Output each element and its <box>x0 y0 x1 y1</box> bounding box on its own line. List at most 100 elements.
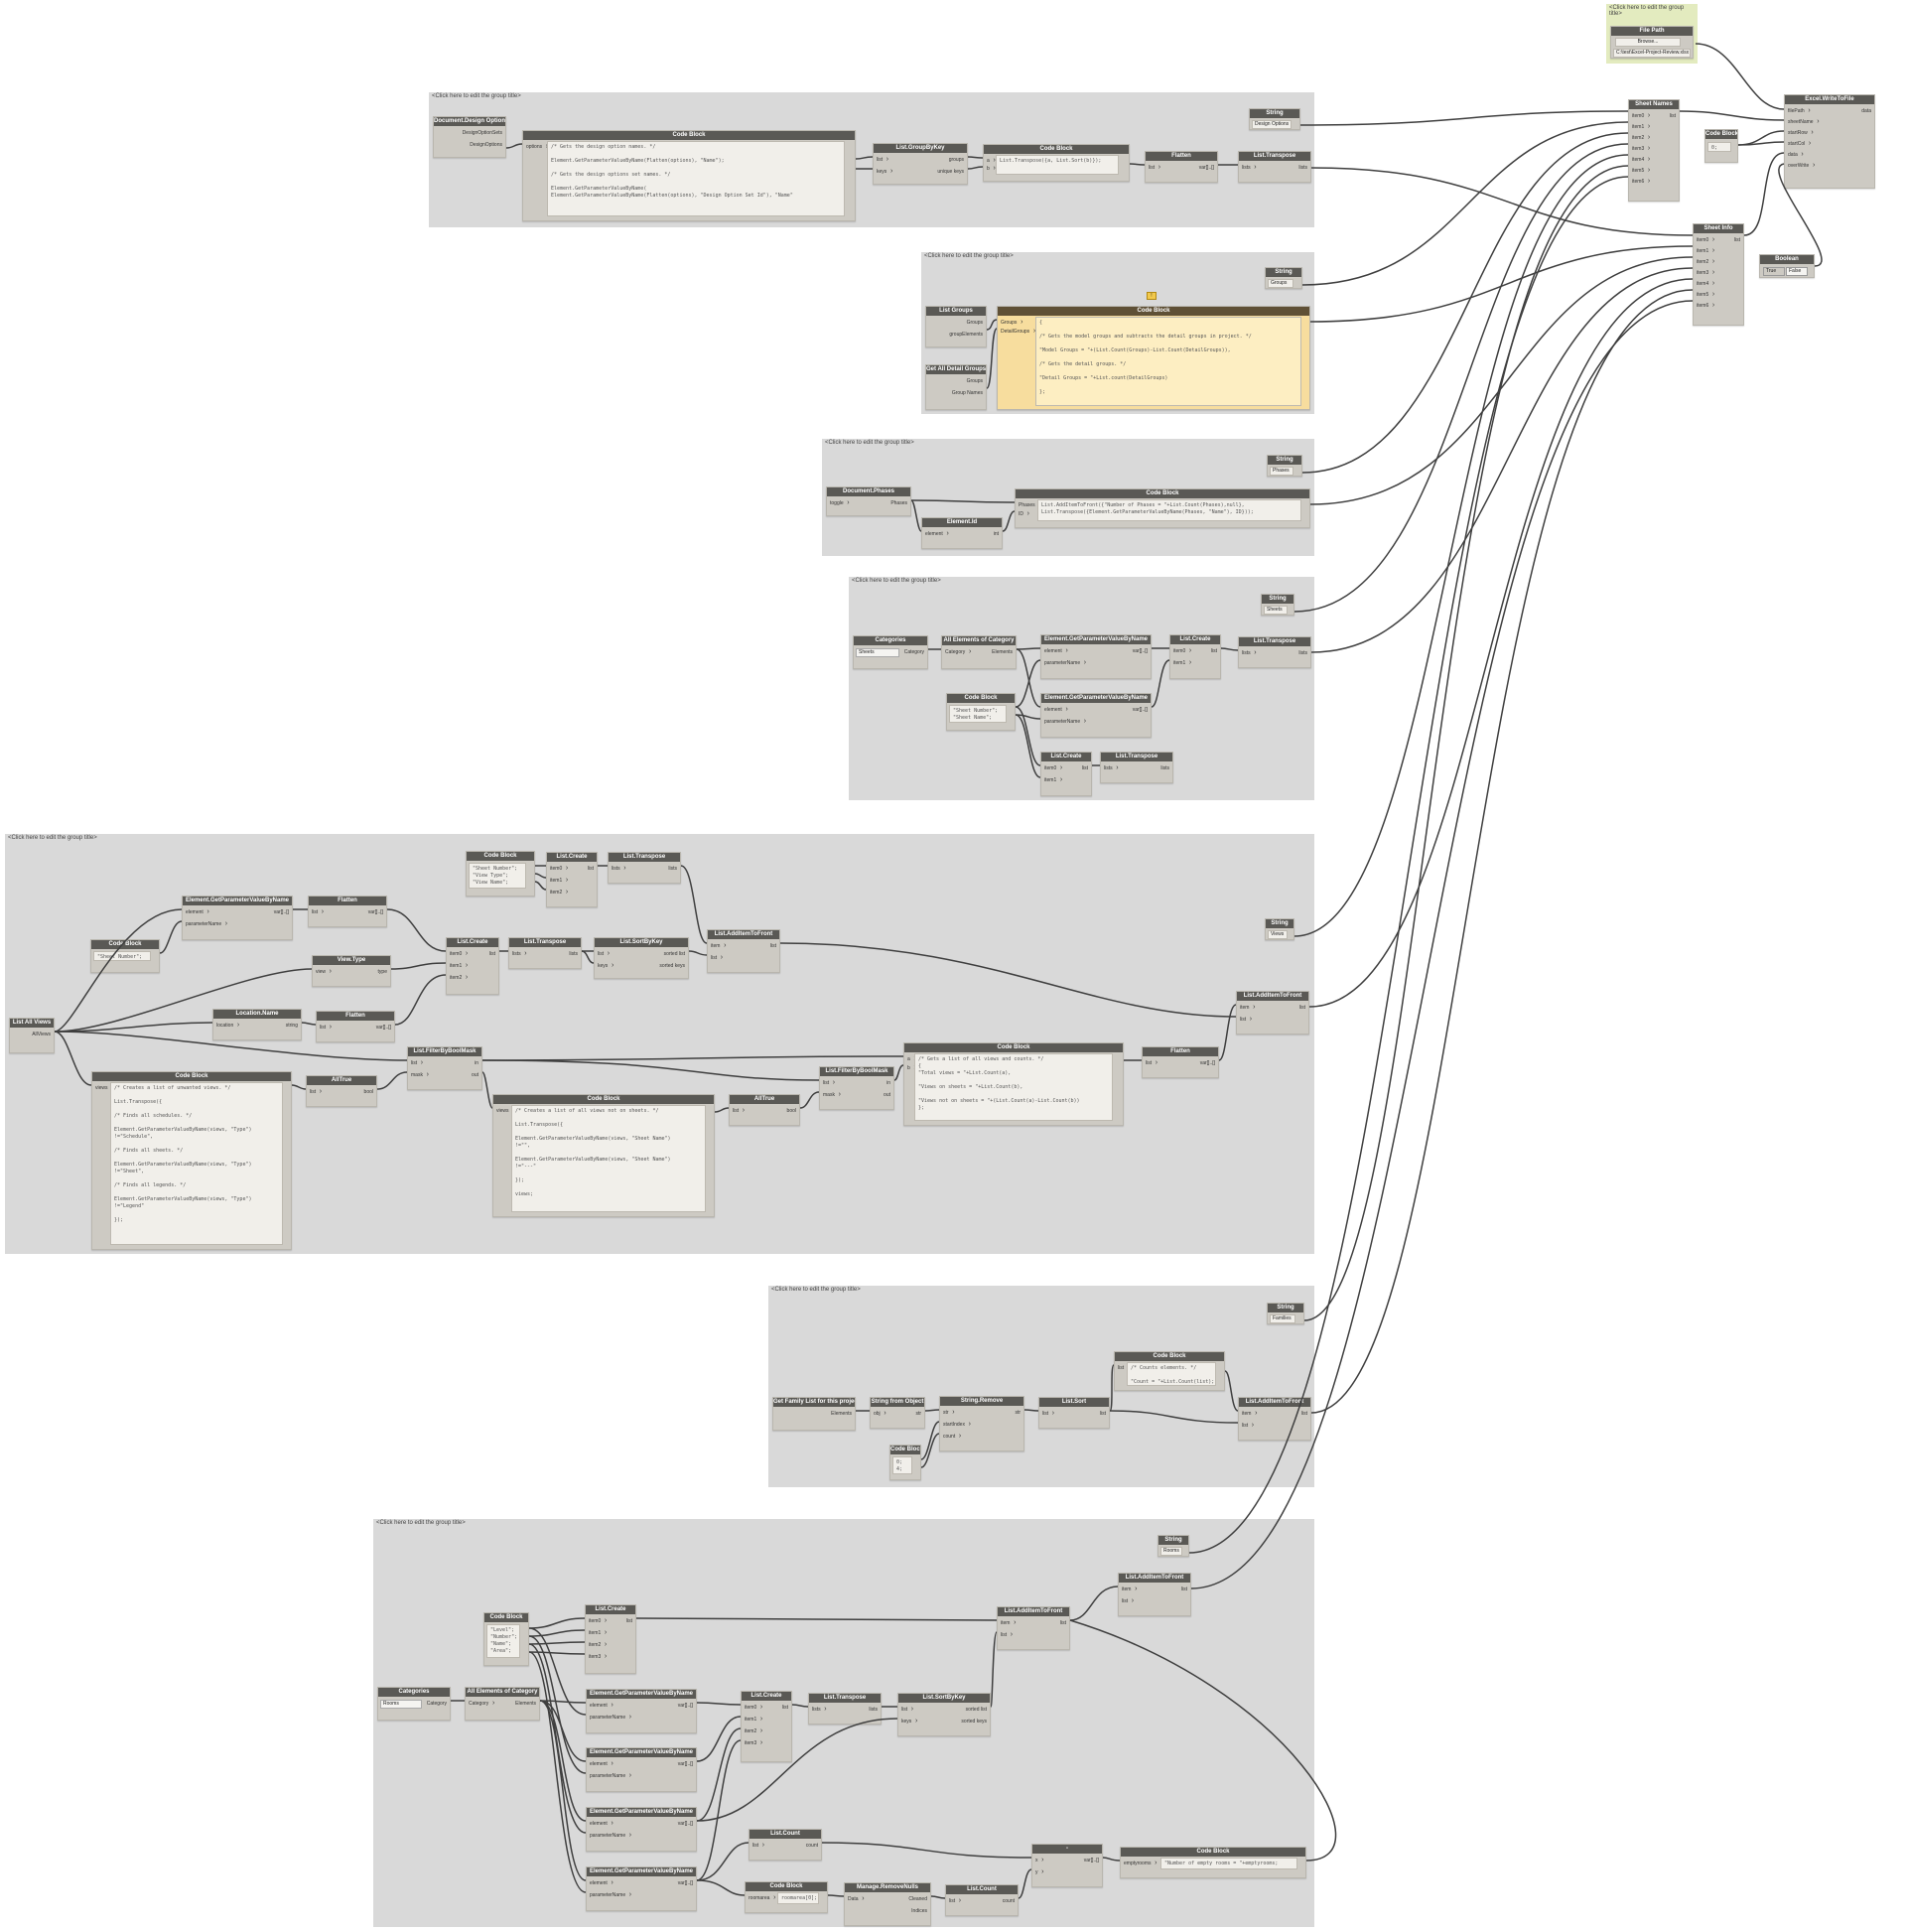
port-item0[interactable]: item0 <box>1694 236 1715 244</box>
code-block-zero[interactable]: Code Block 0; <box>1704 129 1738 163</box>
port-y[interactable]: y <box>1032 1868 1043 1876</box>
port-group-names[interactable]: Group Names <box>951 390 983 396</box>
port-out[interactable]: var[]..[] <box>1132 707 1148 713</box>
list-additem-rooms-mid[interactable]: List.AddItemToFront item list list <box>997 1606 1070 1650</box>
port-item0[interactable]: item0 <box>1170 647 1192 655</box>
port-count[interactable]: count <box>940 1433 962 1441</box>
port-a[interactable]: a <box>904 1055 915 1063</box>
code-editor[interactable]: /* Gets the design option names. */ Elem… <box>547 141 845 216</box>
port-list[interactable]: list <box>1146 164 1160 172</box>
code-block-not-on-sheets[interactable]: Code Block views /* Creates a list of al… <box>492 1094 715 1217</box>
code-editor[interactable]: "Number of empty rooms = "+emptyrooms; <box>1160 1858 1297 1869</box>
categories-sheets-node[interactable]: Categories Sheets Category <box>853 635 928 669</box>
string-sheets[interactable]: String Sheets <box>1261 594 1294 616</box>
port-keys[interactable]: keys <box>898 1718 918 1725</box>
code-editor[interactable]: List.AddItemToFront({"Number of Phases =… <box>1037 499 1301 521</box>
port-mask[interactable]: mask <box>408 1071 429 1079</box>
code-block-groups[interactable]: Code Block Groups DetailGroups { /* Gets… <box>997 306 1310 410</box>
document-design-options-node[interactable]: Document.Design Options DesignOptionSets… <box>433 116 506 158</box>
boolean-node[interactable]: Boolean True False <box>1759 254 1815 278</box>
string-value[interactable]: Groups <box>1268 279 1293 288</box>
list-sortbykey-rooms[interactable]: List.SortByKey list keys sorted list sor… <box>897 1693 991 1736</box>
port-item1[interactable]: item1 <box>586 1629 608 1637</box>
string-rooms[interactable]: String Rooms <box>1157 1535 1189 1557</box>
port-out[interactable]: list <box>781 1705 788 1711</box>
group-families[interactable]: <Click here to edit the group title> <box>768 1286 1314 1487</box>
port-lists[interactable]: lists <box>809 1706 826 1714</box>
port-str[interactable]: str <box>940 1409 954 1417</box>
code-block-empty-rooms[interactable]: Code Block emptyrooms "Number of empty r… <box>1120 1847 1306 1878</box>
code-block-sheet-number[interactable]: Code Block "Sheet Number"; <box>90 939 160 973</box>
port-list[interactable]: list <box>1039 1410 1054 1418</box>
code-editor[interactable]: /* Gets a list of all views and counts. … <box>914 1053 1113 1121</box>
port-item1[interactable]: item1 <box>742 1716 763 1724</box>
filter-bool-mask-2[interactable]: List.FilterByBoolMask list mask in out <box>819 1066 894 1110</box>
port-item2[interactable]: item2 <box>547 889 569 897</box>
port-list[interactable]: list <box>820 1079 835 1087</box>
port-parametername[interactable]: parameterName <box>587 1832 631 1840</box>
port-parametername[interactable]: parameterName <box>587 1772 631 1780</box>
port-item0[interactable]: item0 <box>1629 112 1651 120</box>
port-b[interactable]: b <box>904 1064 915 1072</box>
port-out[interactable]: lists <box>1298 650 1307 656</box>
getparam-views[interactable]: Element.GetParameterValueByName element … <box>182 896 293 940</box>
port-indices[interactable]: Indices <box>911 1908 927 1914</box>
port-element[interactable]: element <box>922 530 949 538</box>
port-in[interactable]: in <box>886 1080 890 1086</box>
excel-write-node[interactable]: Excel.WriteToFile filePath sheetName sta… <box>1784 94 1875 189</box>
group-title[interactable]: <Click here to edit the group title> <box>8 835 97 841</box>
port-item[interactable]: item <box>1237 1004 1256 1012</box>
port-sorted-list[interactable]: sorted list <box>663 951 685 957</box>
code-block-sheet-headers[interactable]: Code Block "Sheet Number"; "Sheet Name"; <box>946 693 1016 731</box>
port-list[interactable]: list <box>408 1059 423 1067</box>
port-keys[interactable]: keys <box>874 168 893 176</box>
port-item0[interactable]: item0 <box>586 1617 608 1625</box>
list-transpose-sheets-2[interactable]: List.Transpose lists lists <box>1100 752 1173 783</box>
port-item4[interactable]: item4 <box>1694 280 1715 288</box>
port-list[interactable]: list <box>1143 1059 1157 1067</box>
port-item5[interactable]: item5 <box>1629 167 1651 175</box>
code-editor[interactable]: "Level"; "Number"; "Name"; "Area"; <box>486 1624 520 1658</box>
port-list[interactable]: list <box>317 1024 332 1032</box>
port-startrow[interactable]: startRow <box>1785 129 1813 137</box>
sheet-info-node[interactable]: Sheet Info item0 item1 item2 item3 item4… <box>1693 223 1744 326</box>
group-title[interactable]: <Click here to edit the group title> <box>376 1520 466 1526</box>
port-lists[interactable]: lists <box>1239 164 1256 172</box>
port-filepath[interactable]: filePath <box>1785 107 1810 115</box>
port-item1[interactable]: item1 <box>1694 247 1715 255</box>
list-create-room-headers[interactable]: List.Create item0 item1 item2 item3 list <box>585 1604 636 1674</box>
port-parametername[interactable]: parameterName <box>183 920 227 928</box>
port-category[interactable]: Category <box>903 649 924 655</box>
category-dropdown[interactable]: Sheets <box>856 648 899 657</box>
view-type-node[interactable]: View.Type view type <box>312 955 391 987</box>
port-item6[interactable]: item6 <box>1629 178 1651 186</box>
manage-remove-nulls-node[interactable]: Manage.RemoveNulls Data Cleaned Indices <box>844 1882 931 1926</box>
code-editor[interactable]: roomarea[0]; <box>777 1892 819 1904</box>
port-out[interactable]: list <box>1180 1587 1187 1592</box>
port-unique-keys[interactable]: unique keys <box>937 169 964 175</box>
port-elements[interactable]: Elements <box>992 649 1013 655</box>
string-families[interactable]: String Families <box>1267 1303 1304 1324</box>
code-block-indices[interactable]: Code Block 0; 4; <box>889 1445 921 1480</box>
port-out[interactable]: var[]..[] <box>367 909 383 915</box>
port-item0[interactable]: item0 <box>547 865 569 873</box>
getparam-rooms-2[interactable]: Element.GetParameterValueByName element … <box>586 1747 697 1792</box>
port-count[interactable]: count <box>805 1843 818 1849</box>
port-mask[interactable]: mask <box>820 1091 841 1099</box>
port-view[interactable]: view <box>313 968 332 976</box>
port-category[interactable]: Category <box>426 1701 447 1707</box>
port-item2[interactable]: item2 <box>742 1727 763 1735</box>
port-bool[interactable]: bool <box>363 1089 373 1095</box>
port-out[interactable]: list <box>1733 237 1740 243</box>
port-lists[interactable]: lists <box>609 865 625 873</box>
port-design-options[interactable]: DesignOptions <box>470 142 502 148</box>
list-create-sheets-1[interactable]: List.Create item0 item1 list <box>1169 634 1221 679</box>
port-list[interactable]: list <box>730 1107 745 1115</box>
code-block-phases[interactable]: Code Block Phases ID List.AddItemToFront… <box>1015 488 1310 528</box>
string-design-options[interactable]: String Design Options <box>1249 108 1300 130</box>
list-sortbykey-views[interactable]: List.SortByKey list keys sorted list sor… <box>594 937 689 979</box>
port-item1[interactable]: item1 <box>1629 123 1651 131</box>
list-count-rooms-2[interactable]: List.Count list count <box>945 1884 1019 1916</box>
string-value[interactable]: Views <box>1268 930 1288 939</box>
port-str[interactable]: str <box>915 1411 921 1417</box>
